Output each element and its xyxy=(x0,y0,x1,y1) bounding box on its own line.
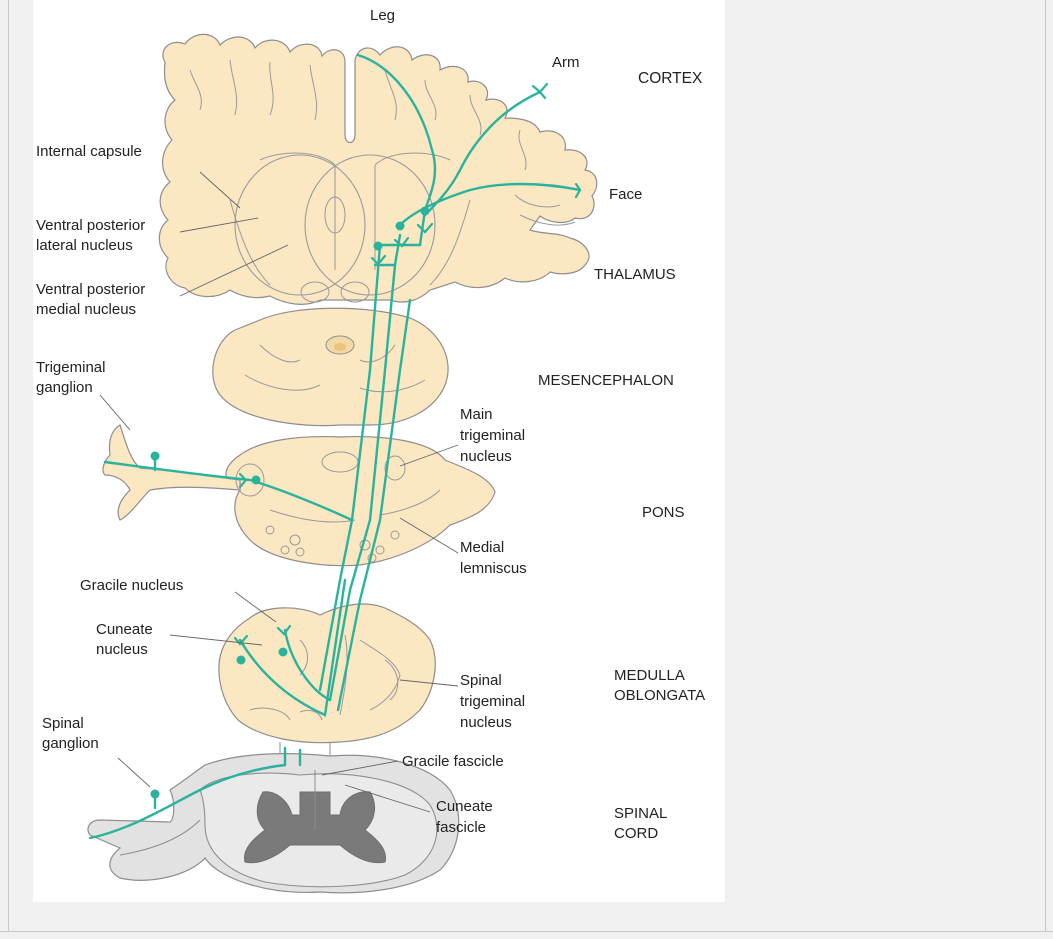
label-main-trig-line2: trigeminal xyxy=(460,427,525,444)
level-cortex: CORTEX xyxy=(638,70,703,87)
label-spinal-trig-line2: trigeminal xyxy=(460,693,525,710)
medulla-section xyxy=(219,604,435,760)
pons-section xyxy=(103,425,495,566)
label-gracile-fascicle: Gracile fascicle xyxy=(402,753,504,770)
label-cuneate-line2: nucleus xyxy=(96,641,148,658)
label-vpl-line1: Ventral posterior xyxy=(36,217,145,234)
label-vpm-line1: Ventral posterior xyxy=(36,281,145,298)
label-main-trig-line3: nucleus xyxy=(460,448,512,465)
label-vpm-line2: medial nucleus xyxy=(36,301,136,318)
level-medulla-line2: OBLONGATA xyxy=(614,687,705,704)
level-spinal-line2: CORD xyxy=(614,825,658,842)
label-leg: Leg xyxy=(370,7,395,24)
label-cuneate-line1: Cuneate xyxy=(96,621,153,638)
label-trig-ganglion-line2: ganglion xyxy=(36,379,93,396)
label-spinal-trig-line1: Spinal xyxy=(460,672,502,689)
level-spinal-line1: SPINAL xyxy=(614,805,667,822)
mesencephalon-section xyxy=(213,308,448,425)
level-thalamus: THALAMUS xyxy=(594,266,676,283)
label-internal-capsule: Internal capsule xyxy=(36,143,142,160)
label-main-trig-line1: Main xyxy=(460,406,493,423)
level-pons: PONS xyxy=(642,504,685,521)
label-trig-ganglion-line1: Trigeminal xyxy=(36,359,105,376)
label-face: Face xyxy=(609,186,642,203)
label-vpl-line2: lateral nucleus xyxy=(36,237,133,254)
level-medulla-line1: MEDULLA xyxy=(614,667,685,684)
label-arm: Arm xyxy=(552,54,580,71)
label-medial-lemniscus-line2: lemniscus xyxy=(460,560,527,577)
label-spinal-ganglion-line2: ganglion xyxy=(42,735,99,752)
label-cuneate-fascicle-line2: fascicle xyxy=(436,819,486,836)
spinal-cord-section xyxy=(88,754,459,893)
label-cuneate-fascicle-line1: Cuneate xyxy=(436,798,493,815)
label-spinal-ganglion-line1: Spinal xyxy=(42,715,84,732)
level-mesencephalon: MESENCEPHALON xyxy=(538,372,674,389)
label-gracile-nucleus: Gracile nucleus xyxy=(80,577,183,594)
label-medial-lemniscus-line1: Medial xyxy=(460,539,504,556)
label-spinal-trig-line3: nucleus xyxy=(460,714,512,731)
